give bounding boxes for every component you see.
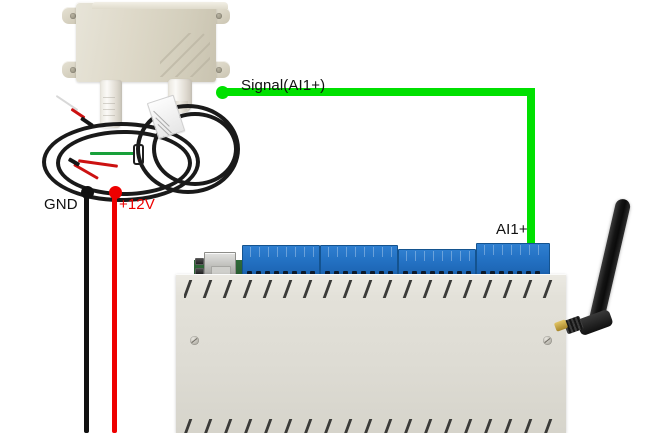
- lead-green: [90, 152, 134, 155]
- signal-wire-vertical: [527, 88, 535, 260]
- status-led-1: [195, 258, 204, 265]
- power-wire: [112, 192, 117, 433]
- signal-label: Signal(AI1+): [241, 77, 326, 94]
- power-label: +12V: [119, 196, 155, 213]
- sensor-body: [76, 2, 228, 82]
- case-screw-right: [543, 336, 552, 345]
- signal-wire-horizontal: [222, 88, 534, 96]
- vent-slots-top: [184, 280, 558, 298]
- vent-slots-bottom: [184, 419, 558, 433]
- sensor-probe-filter: [100, 80, 122, 128]
- controller-case: [176, 274, 566, 433]
- case-screw-left: [190, 336, 199, 345]
- sensor-cable-harness: [40, 94, 240, 202]
- sensor-lid-lip: [92, 2, 228, 9]
- terminal-label-ai1: AI1+: [496, 221, 528, 238]
- antenna-rod: [588, 197, 632, 326]
- cable-tie: [133, 144, 144, 165]
- cable-loop-right: [136, 104, 240, 194]
- sensor-enclosure: [62, 2, 230, 82]
- antenna: [553, 196, 636, 364]
- gnd-wire: [84, 192, 89, 433]
- cable-loop-right-inner: [152, 112, 238, 186]
- sensor-ridge-texture: [160, 33, 210, 77]
- gnd-label: GND: [44, 196, 78, 213]
- controller-device: [176, 243, 566, 433]
